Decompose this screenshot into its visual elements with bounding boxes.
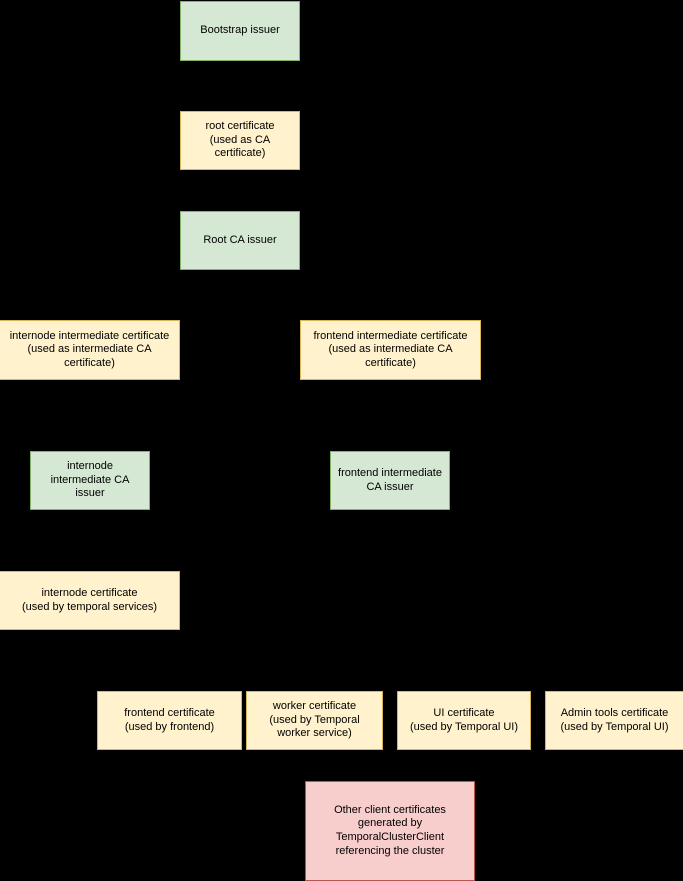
node-root-ca-issuer[interactable]: Root CA issuer	[180, 211, 300, 270]
node-other-client-certificates[interactable]: Other client certificates generated by T…	[305, 781, 475, 881]
node-frontend-intermediate-certificate[interactable]: frontend intermediate certificate (used …	[300, 320, 481, 380]
edge-root-ca-issuer-to-frontend-intermediate-certificate	[240, 270, 241, 295]
edge-frontend-intermediate-certificate-to-frontend-intermediate-ca-issuer	[390, 380, 391, 451]
edge-internode-intermediate-certificate-to-internode-intermediate-ca-issuer	[90, 380, 91, 451]
node-label: frontend certificate (used by frontend)	[124, 706, 215, 733]
edge-frontend-intermediate-ca-issuer-to-admin-tools-certificate	[614, 665, 615, 691]
arrowhead-icon	[166, 686, 172, 691]
node-admin-tools-certificate[interactable]: Admin tools certificate (used by Tempora…	[545, 691, 683, 750]
node-internode-certificate[interactable]: internode certificate (used by temporal …	[0, 571, 180, 630]
node-label: worker certificate (used by Temporal wor…	[269, 700, 360, 740]
node-label: root certificate (used as CA certificate…	[205, 120, 275, 160]
edge-root-ca-issuer-to-frontend-intermediate-certificate	[390, 295, 391, 320]
edge-root-certificate-to-root-ca-issuer	[240, 170, 241, 211]
node-label: Admin tools certificate (used by Tempora…	[560, 706, 669, 733]
node-bootstrap-issuer[interactable]: Bootstrap issuer	[180, 1, 300, 61]
node-worker-certificate[interactable]: worker certificate (used by Temporal wor…	[246, 691, 383, 750]
arrowhead-icon	[387, 446, 393, 451]
node-label: internode intermediate certificate (used…	[9, 329, 170, 369]
node-frontend-intermediate-ca-issuer[interactable]: frontend intermediate CA issuer	[330, 451, 450, 510]
node-ui-certificate[interactable]: UI certificate (used by Temporal UI)	[397, 691, 531, 750]
arrowhead-icon	[87, 315, 93, 320]
arrowhead-icon	[237, 206, 243, 211]
edge-frontend-intermediate-ca-issuer-to-worker-certificate	[314, 665, 315, 691]
node-label: frontend intermediate CA issuer	[338, 466, 442, 493]
node-label: frontend intermediate certificate (used …	[313, 329, 468, 369]
arrowhead-icon	[611, 686, 617, 691]
arrowhead-icon	[461, 686, 467, 691]
edge-frontend-intermediate-ca-issuer-to-ui-certificate	[464, 665, 465, 691]
node-label: internode certificate (used by temporal …	[21, 586, 158, 613]
arrowhead-icon	[387, 776, 393, 781]
node-label: Root CA issuer	[203, 233, 277, 246]
edge-root-ca-issuer-to-internode-intermediate-certificate	[90, 295, 91, 320]
edge-bootstrap-issuer-to-root-certificate	[240, 61, 241, 111]
edge-frontend-intermediate-ca-issuer-to-frontend-certificate	[169, 665, 391, 666]
node-internode-intermediate-ca-issuer[interactable]: internode intermediate CA issuer	[30, 451, 150, 510]
node-root-certificate[interactable]: root certificate (used as CA certificate…	[180, 111, 300, 170]
node-label: Bootstrap issuer	[200, 24, 280, 37]
edge-root-ca-issuer-to-internode-intermediate-certificate	[90, 295, 241, 296]
edge-internode-intermediate-ca-issuer-to-internode-certificate	[90, 510, 91, 571]
edge-frontend-intermediate-ca-issuer-to-admin-tools-certificate	[390, 510, 391, 665]
node-internode-intermediate-certificate[interactable]: internode intermediate certificate (used…	[0, 320, 180, 380]
arrowhead-icon	[87, 566, 93, 571]
edge-root-ca-issuer-to-frontend-intermediate-certificate	[240, 295, 391, 296]
edge-frontend-intermediate-ca-issuer-to-frontend-certificate	[169, 665, 170, 691]
edge-frontend-intermediate-ca-issuer-to-admin-tools-certificate	[390, 665, 615, 666]
arrowhead-icon	[387, 315, 393, 320]
arrowhead-icon	[87, 446, 93, 451]
node-frontend-certificate[interactable]: frontend certificate (used by frontend)	[97, 691, 242, 750]
edge-frontend-intermediate-ca-issuer-to-other-client-certificates	[390, 750, 391, 781]
arrowhead-icon	[311, 686, 317, 691]
node-label: UI certificate (used by Temporal UI)	[409, 706, 518, 733]
node-label: Other client certificates generated by T…	[334, 803, 446, 857]
node-label: internode intermediate CA issuer	[50, 460, 130, 500]
edge-frontend-intermediate-ca-issuer-to-worker-certificate	[314, 665, 391, 666]
arrowhead-icon	[237, 106, 243, 111]
